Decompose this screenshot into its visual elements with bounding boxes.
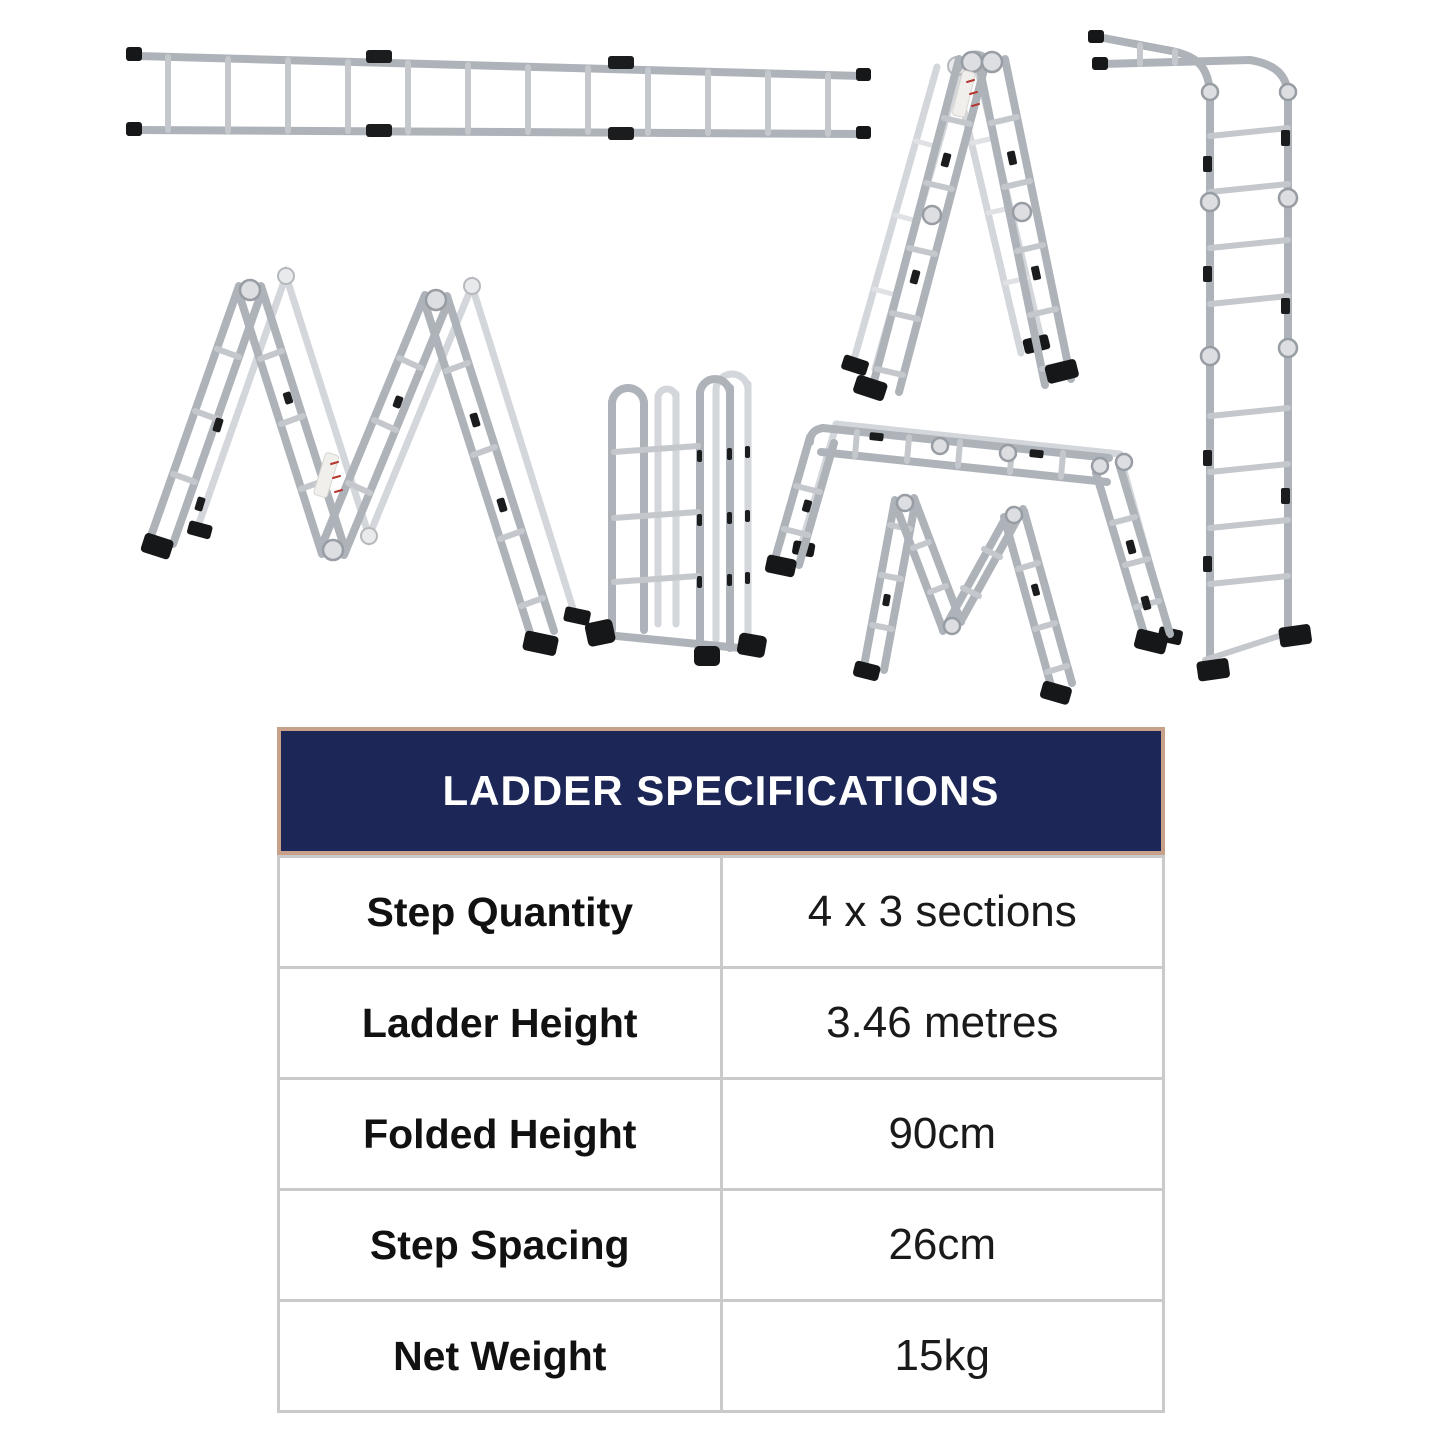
spec-value: 26cm: [719, 1188, 1165, 1302]
spec-row-step-quantity: Step Quantity 4 x 3 sections: [277, 855, 1165, 969]
ladder-figure-low-m: [852, 493, 1076, 705]
spec-row-folded-height: Folded Height 90cm: [277, 1077, 1165, 1191]
spec-value: 3.46 metres: [719, 966, 1165, 1080]
spec-value: 90cm: [719, 1077, 1165, 1191]
spec-label: Step Quantity: [277, 855, 723, 969]
ladder-figure-a-frame: [841, 50, 1079, 401]
spec-label: Net Weight: [277, 1299, 723, 1413]
spec-row-net-weight: Net Weight 15kg: [277, 1299, 1165, 1413]
spec-value: 4 x 3 sections: [719, 855, 1165, 969]
ladder-figure-wall-hook: [1088, 30, 1312, 682]
ladder-figure-double-a-frame: [140, 264, 591, 656]
spec-table-header: LADDER SPECIFICATIONS: [277, 727, 1165, 855]
spec-row-ladder-height: Ladder Height 3.46 metres: [277, 966, 1165, 1080]
spec-table-title: LADDER SPECIFICATIONS: [442, 767, 1000, 814]
spec-table-body: Step Quantity 4 x 3 sections Ladder Heig…: [277, 855, 1165, 1413]
spec-value: 15kg: [719, 1299, 1165, 1413]
product-gallery: [126, 30, 1312, 705]
spec-label: Ladder Height: [277, 966, 723, 1080]
ladder-figure-folded: [584, 370, 767, 666]
spec-label: Step Spacing: [277, 1188, 723, 1302]
spec-table: LADDER SPECIFICATIONS Step Quantity 4 x …: [277, 727, 1165, 1413]
spec-label: Folded Height: [277, 1077, 723, 1191]
ladder-figure-trestle: [765, 420, 1183, 655]
spec-row-step-spacing: Step Spacing 26cm: [277, 1188, 1165, 1302]
ladder-figure-extended: [126, 47, 871, 140]
